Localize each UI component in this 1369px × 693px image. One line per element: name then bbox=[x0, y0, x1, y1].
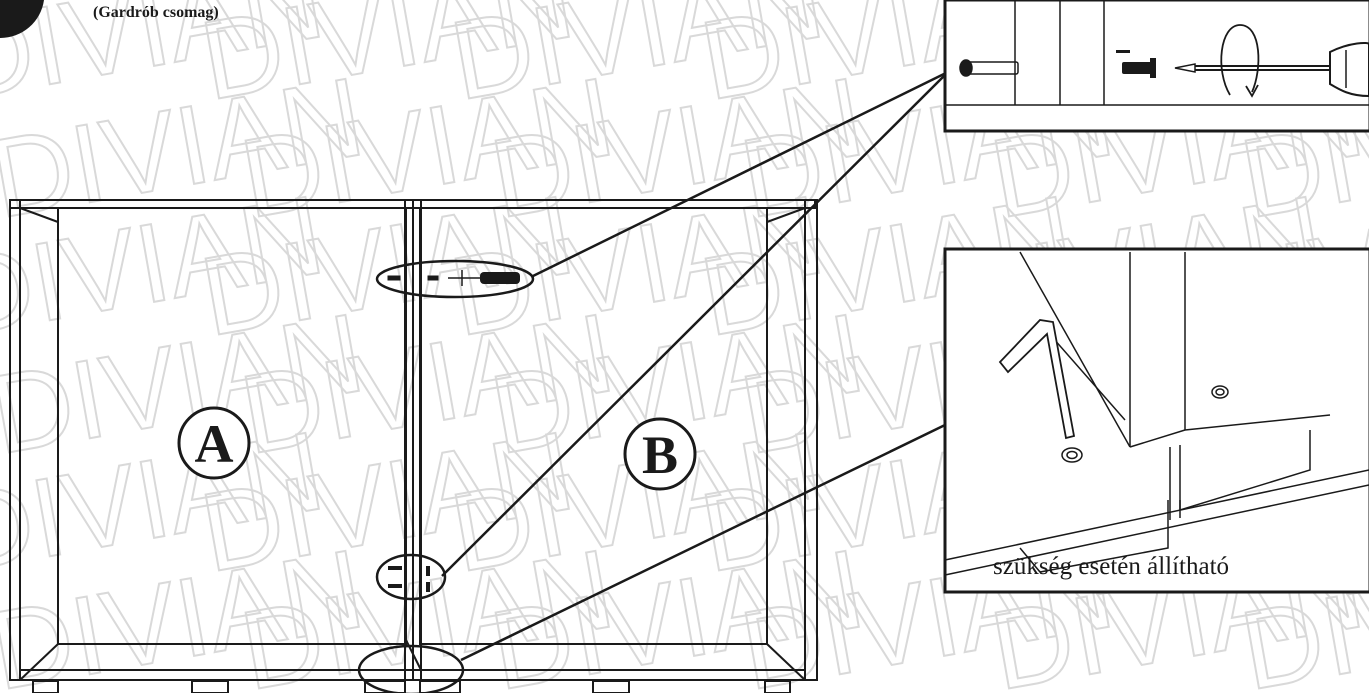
label-a: A bbox=[177, 406, 251, 480]
detail-screw bbox=[943, 0, 1369, 133]
leader-line bbox=[441, 71, 949, 577]
detail-adjustable-foot bbox=[943, 247, 1369, 594]
foot bbox=[592, 680, 630, 693]
foot bbox=[191, 680, 229, 693]
dowel-icon bbox=[388, 566, 430, 592]
callout-foot-joint bbox=[357, 644, 465, 693]
adjustable-foot-caption: szükség esetén állítható bbox=[993, 553, 1230, 580]
callout-screw-top bbox=[375, 259, 535, 299]
label-a-text: A bbox=[195, 414, 234, 474]
screw-icon bbox=[387, 270, 480, 286]
foot bbox=[32, 680, 59, 693]
leader-line bbox=[532, 70, 949, 278]
cabinet-drawing bbox=[9, 199, 818, 693]
screw-icon bbox=[1116, 50, 1156, 78]
label-b: B bbox=[623, 417, 697, 491]
allen-key-icon bbox=[998, 319, 1076, 440]
foot bbox=[764, 680, 791, 693]
package-subtitle: (Gardrób csomag) bbox=[93, 4, 219, 21]
foot bbox=[364, 680, 406, 693]
leader-line bbox=[460, 423, 946, 662]
screwdriver-icon bbox=[480, 272, 520, 284]
callout-dowel-mid bbox=[375, 553, 447, 601]
label-b-text: B bbox=[642, 425, 678, 485]
foot bbox=[419, 680, 461, 693]
step-badge bbox=[0, 0, 44, 39]
center-divider-b bbox=[412, 199, 422, 681]
